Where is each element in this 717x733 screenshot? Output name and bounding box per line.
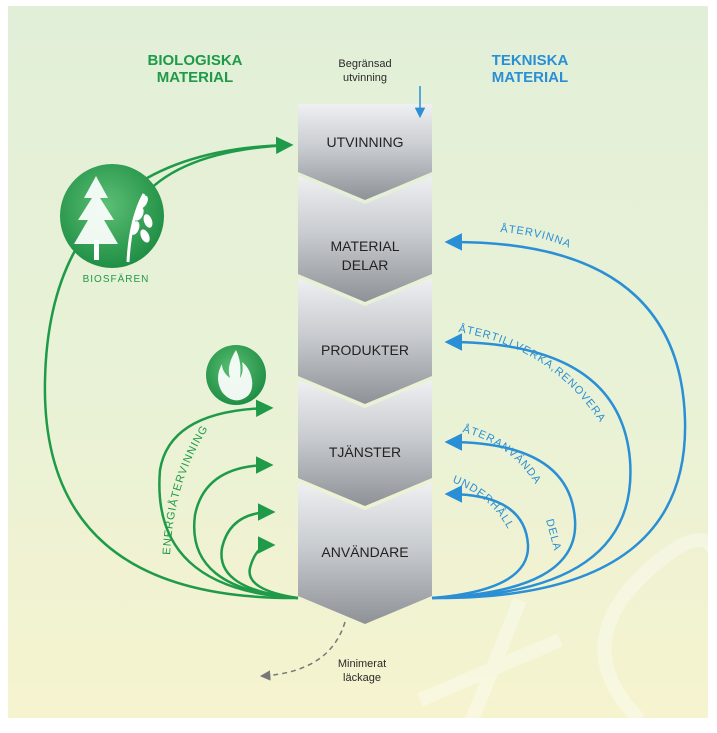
biological-flows [43, 136, 299, 600]
leakage-arrow [259, 621, 346, 681]
remanufacture-loop-arrow [431, 333, 632, 600]
biological-materials-header: BIOLOGISKA MATERIAL [120, 52, 270, 86]
stage-utvinning-block [298, 104, 432, 200]
bio-header-line2: MATERIAL [156, 69, 234, 86]
leakage-line2: läckage [343, 672, 381, 684]
limited-extraction-note: Begränsad utvinning [305, 57, 425, 85]
stage-produkter-label: PRODUKTER [321, 342, 409, 358]
limited-extraction-line2: utvinning [342, 72, 388, 84]
technical-flows [431, 233, 687, 600]
stage-tjanster-block [298, 380, 432, 506]
energy-arrow-4 [248, 536, 299, 600]
stage-material-label: MATERIAL DELAR [298, 237, 432, 275]
energy-arrow-2 [192, 456, 299, 600]
biosphere-label: BIOSFÄREN [82, 274, 150, 285]
stage-anvandare-label: ANVÄNDARE [321, 544, 409, 560]
stage-material-line1: MATERIAL [330, 238, 400, 254]
energy-arrow-1 [158, 399, 299, 600]
bio-main-loop-arrow [43, 136, 299, 600]
bio-header-line1: BIOLOGISKA [147, 52, 243, 69]
stage-material-line2: DELAR [341, 257, 389, 273]
stage-produkter-block [298, 278, 432, 404]
flame-icon [206, 345, 266, 405]
leakage-line1: Minimerat [337, 658, 387, 670]
tech-header-line1: TEKNISKA [491, 52, 569, 69]
reuse-loop-arrow [431, 433, 577, 600]
stage-tjanster-label: TJÄNSTER [328, 444, 402, 460]
stage-anvandare-block [298, 482, 432, 624]
stage-column [298, 104, 432, 624]
leakage-note: Minimerat läckage [322, 657, 402, 685]
watermark [417, 533, 717, 728]
recycle-loop-arrow [431, 233, 687, 600]
maintenance-loop-arrow [431, 485, 530, 600]
energy-arrow-3 [220, 503, 299, 600]
limited-extraction-line1: Begränsad [338, 58, 392, 70]
stage-material-block [298, 176, 432, 302]
tech-header-line2: MATERIAL [491, 69, 569, 86]
stage-utvinning-label: UTVINNING [326, 134, 404, 150]
technical-materials-header: TEKNISKA MATERIAL [470, 52, 590, 86]
biosphere-icon [60, 164, 164, 268]
